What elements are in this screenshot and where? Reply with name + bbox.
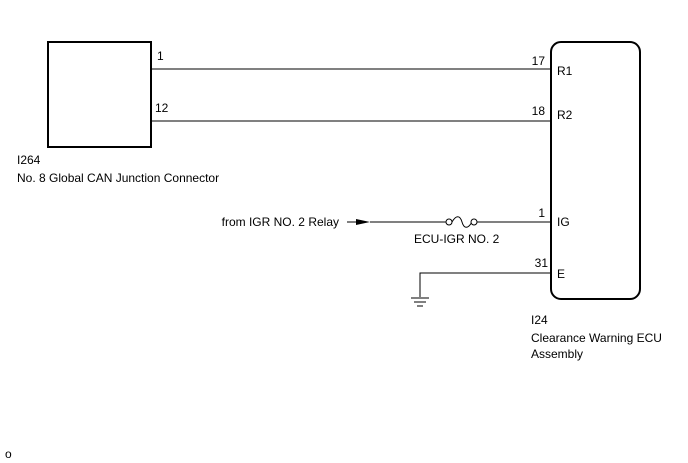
- connector-i264-box: [47, 41, 152, 148]
- ecu-pin-r2: R2: [557, 108, 573, 122]
- ecu-i24-box: [550, 41, 641, 300]
- ecu-i24-code: I24: [531, 313, 548, 327]
- fuse-label: ECU-IGR NO. 2: [414, 232, 500, 246]
- ecu-pin-r1: R1: [557, 64, 573, 78]
- ground-icon: [411, 297, 429, 307]
- connector-i264-code: I264: [17, 153, 41, 167]
- ecu-i24-name-line1: Clearance Warning ECU: [531, 331, 662, 345]
- connector-i264-name: No. 8 Global CAN Junction Connector: [17, 171, 219, 185]
- fuse-icon: [445, 216, 478, 228]
- ecu-pin-31: 31: [535, 256, 549, 270]
- ecu-i24-name-line2: Assembly: [531, 347, 583, 361]
- arrow-right-icon: [356, 219, 370, 225]
- ecu-pin-ig: IG: [557, 215, 570, 229]
- supply-source-label: from IGR NO. 2 Relay: [222, 215, 339, 229]
- footer-mark: o: [5, 447, 12, 461]
- ecu-pin-1: 1: [538, 206, 545, 220]
- ecu-pin-e: E: [557, 267, 565, 281]
- i264-pin-12: 12: [155, 101, 169, 115]
- ig-supply-line: [347, 216, 551, 228]
- ecu-pin-18: 18: [532, 104, 546, 118]
- ground-line: [411, 272, 551, 307]
- i264-pin-1: 1: [157, 49, 164, 63]
- ecu-pin-17: 17: [532, 54, 546, 68]
